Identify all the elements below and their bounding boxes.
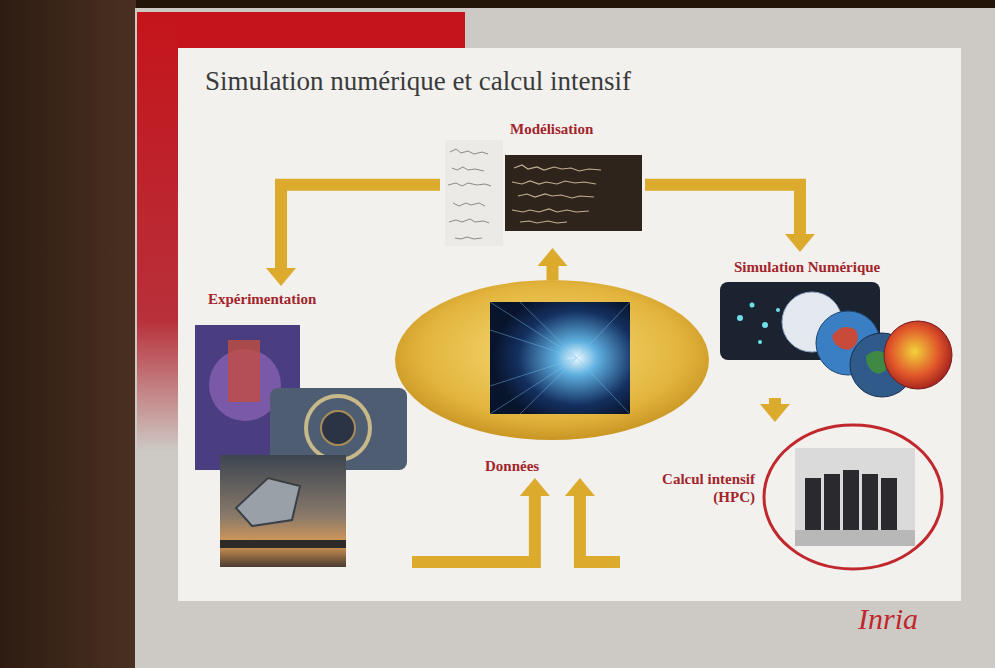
node-label: Expérimentation (208, 290, 316, 308)
data-tunnel-grid (520, 358, 577, 414)
flow-arrow (769, 398, 781, 404)
globe (884, 321, 952, 389)
slide-title: Simulation numérique et calcul intensif (205, 66, 631, 97)
data-tunnel-grid (577, 358, 630, 414)
node-label: Calcul intensif (HPC) (630, 470, 755, 506)
blackboard-scribble (518, 194, 594, 198)
blackboard-picture (505, 155, 642, 231)
telescope-frame (228, 340, 260, 402)
data-tunnel-grid (520, 302, 577, 358)
molecule-atom (750, 303, 755, 308)
globe-map (832, 327, 858, 350)
experiment-panel: Expérimentation (190, 286, 412, 572)
data-tunnel-grid (490, 358, 577, 414)
detector-core (321, 411, 355, 445)
detector-ring (306, 396, 370, 460)
equations-scribble (448, 183, 491, 186)
rack (805, 478, 821, 530)
molecule-atom (776, 308, 780, 312)
projection-screen (135, 8, 995, 668)
blackboard-scribble (520, 221, 567, 223)
data-tunnel-picture (490, 302, 630, 414)
flow-arrow (412, 496, 535, 562)
node-label: Simulation Numérique (734, 258, 880, 276)
data-tunnel-grid (577, 302, 630, 358)
data-ellipse (395, 280, 709, 440)
rack (881, 478, 897, 530)
rack (862, 474, 878, 530)
flow-arrow (645, 185, 800, 234)
equations-scribble (450, 149, 488, 154)
node-label: Modélisation (510, 120, 593, 138)
equations-scribble (455, 237, 482, 239)
equations-scribble (452, 167, 484, 171)
connector-group (281, 185, 800, 562)
observatory-picture (220, 455, 346, 567)
flow-arrow (281, 185, 440, 268)
slide-band (137, 12, 465, 50)
highlight-ellipse (764, 425, 942, 569)
blackboard-scribble (512, 181, 596, 184)
supercomputer-racks (805, 470, 897, 530)
supercomputer-picture (795, 448, 915, 546)
flow-arrow (547, 266, 559, 280)
equations-scribble (453, 203, 485, 206)
data-tunnel-grid (490, 302, 577, 358)
data-tunnel-grid (490, 302, 630, 414)
flow-arrow (580, 496, 620, 562)
slide-band (137, 12, 178, 452)
blackboard-scribble (512, 165, 601, 223)
observatory-railing (220, 540, 346, 548)
molecule-atom (758, 340, 762, 344)
node-label: Données (485, 457, 539, 475)
blackboard-scribble (512, 209, 589, 212)
hpc-panel: Calcul intensif (HPC) (620, 422, 950, 572)
machine-room-floor (795, 530, 915, 546)
logo-wordmark: Inria (858, 602, 918, 636)
equations-scribble (448, 149, 491, 239)
blackboard-scribble (514, 165, 601, 171)
data-hub: Données (395, 280, 710, 478)
molecule-atom (737, 315, 743, 321)
data-tunnel-grid (490, 330, 577, 358)
modelling-panel: Modélisation (440, 116, 645, 248)
equations-scribble (449, 219, 489, 223)
molecule-atom (762, 322, 768, 328)
observatory-telescope (236, 478, 300, 526)
rack (843, 470, 859, 530)
data-tunnel-grid (490, 358, 577, 386)
room-wall (0, 0, 136, 668)
slide-ground (178, 48, 961, 601)
equations-picture (445, 140, 503, 246)
simulation-panel: Simulation Numérique (712, 252, 955, 398)
rack (824, 474, 840, 530)
